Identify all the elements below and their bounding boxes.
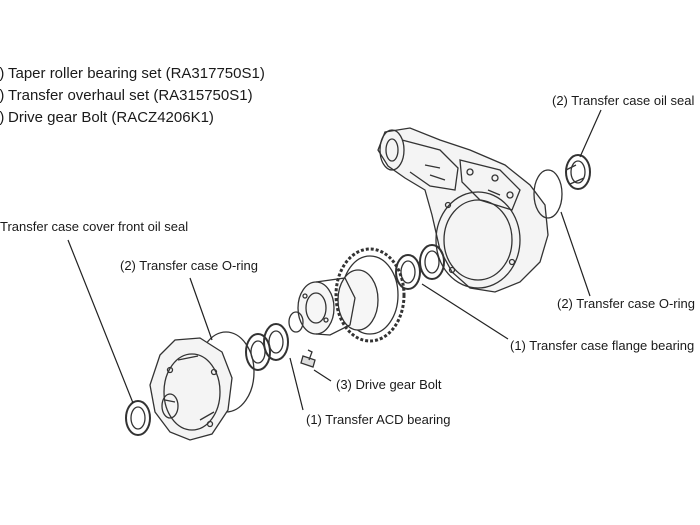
transfer-case-o-ring-right: [533, 169, 563, 219]
legend-item-drive-gear-bolt: (3)Drive gear Bolt (RACZ4206K1): [0, 108, 214, 128]
label-transfer-case-cover-front-oil-seal: Transfer case cover front oil seal: [0, 219, 189, 234]
legend-number: (3): [0, 108, 8, 128]
transfer-case-flange-bearing: [395, 244, 445, 290]
label-transfer-case-o-ring-right: (2) Transfer case O-ring: [557, 296, 695, 311]
label-transfer-case-flange-bearing: (1) Transfer case flange bearing: [510, 338, 695, 353]
legend-item-bearing-set: (1)Taper roller bearing set (RA317750S1): [0, 64, 265, 84]
legend-text: Transfer overhaul set (RA315750S1): [8, 87, 253, 104]
leader-lines: [67, 109, 602, 411]
drive-gear-bolt: [300, 349, 316, 368]
differential-carrier: [288, 277, 356, 336]
label-transfer-case-oil-seal: (2) Transfer case oil seal: [552, 93, 695, 108]
label-transfer-case-o-ring-left: (2) Transfer case O-ring: [120, 258, 258, 273]
label-transfer-acd-bearing: (1) Transfer ACD bearing: [306, 412, 451, 427]
legend-text: Taper roller bearing set (RA317750S1): [8, 65, 265, 82]
transfer-case-oil-seal-rear: [565, 154, 591, 190]
transfer-case-housing: [377, 127, 549, 293]
legend-text: Drive gear Bolt (RACZ4206K1): [8, 109, 214, 126]
legend-number: (2): [0, 86, 8, 106]
legend-item-overhaul-set: (2)Transfer overhaul set (RA315750S1): [0, 86, 253, 106]
label-drive-gear-bolt: (3) Drive gear Bolt: [336, 377, 442, 392]
transfer-case-cover: [149, 337, 233, 441]
legend-number: (1): [0, 64, 8, 84]
transfer-acd-bearing: [245, 323, 289, 371]
transfer-case-cover-front-oil-seal: [125, 400, 151, 436]
